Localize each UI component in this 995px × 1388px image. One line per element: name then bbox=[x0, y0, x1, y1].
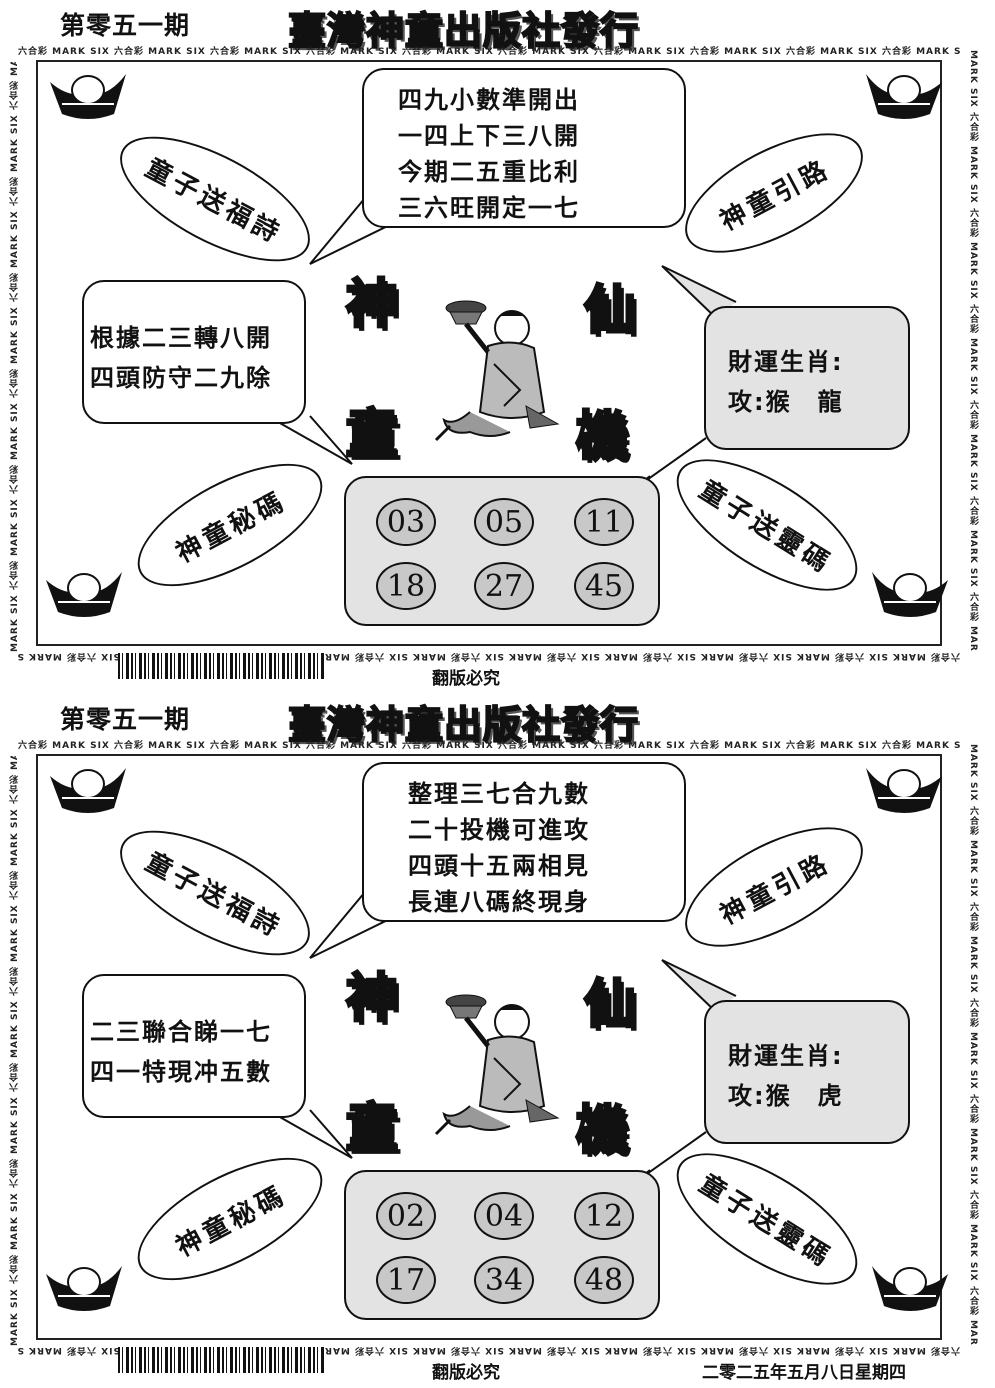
hint-line: 四一特現冲五數 bbox=[90, 1058, 272, 1086]
copyright-notice: 翻版必究 bbox=[432, 1363, 500, 1383]
barcode bbox=[118, 653, 324, 679]
issue-number: 第零五一期 bbox=[60, 705, 191, 734]
numbers-bubble: 03 05 11 18 27 45 bbox=[344, 476, 660, 626]
number-ball: 34 bbox=[474, 1256, 534, 1304]
zodiac-bubble: 財運生肖: 攻:猴 龍 bbox=[704, 306, 910, 450]
numbers-bubble: 02 04 12 17 34 48 bbox=[344, 1170, 660, 1320]
gold-ingot-icon bbox=[46, 572, 122, 617]
lucky-child-figure bbox=[434, 994, 560, 1136]
hint-line: 二三聯合睇一七 bbox=[90, 1018, 272, 1046]
mark-six-strip-right: MARK SIX 六合彩 MARK SIX 六合彩 MARK SIX 六合彩 M… bbox=[968, 744, 978, 1346]
zodiac-line: 攻:猴 虎 bbox=[728, 1082, 844, 1110]
poem-line: 二十投機可進攻 bbox=[408, 816, 590, 844]
panel-top: 第零五一期 臺灣神童出版社發行 六合彩 MARK SIX 六合彩 MARK SI… bbox=[10, 8, 978, 689]
gold-ingot-icon bbox=[46, 1266, 122, 1311]
bubble-tail bbox=[263, 1107, 353, 1159]
mark-six-strip-top: 六合彩 MARK SIX 六合彩 MARK SIX 六合彩 MARK SIX 六… bbox=[18, 741, 960, 750]
poem-line: 長連八碼終現身 bbox=[408, 888, 590, 916]
number-ball: 05 bbox=[474, 498, 534, 546]
number-ball: 02 bbox=[376, 1192, 436, 1240]
number-ball: 27 bbox=[474, 562, 534, 610]
number-ball: 03 bbox=[376, 498, 436, 546]
gold-ingot-icon bbox=[866, 74, 942, 119]
number-ball: 45 bbox=[574, 562, 634, 610]
poem-line: 四九小數準開出 bbox=[398, 86, 580, 114]
bubble-tail bbox=[661, 959, 737, 1013]
big-char-tong: 童 bbox=[344, 404, 399, 467]
big-char-shen: 神 bbox=[344, 274, 399, 337]
poem-line: 今期二五重比利 bbox=[398, 158, 580, 186]
barcode bbox=[118, 1347, 324, 1373]
zodiac-line: 攻:猴 龍 bbox=[728, 388, 844, 416]
gold-ingot-icon bbox=[872, 1266, 948, 1311]
big-char-ji: 機 bbox=[574, 1100, 629, 1163]
mark-six-strip-top: 六合彩 MARK SIX 六合彩 MARK SIX 六合彩 MARK SIX 六… bbox=[18, 47, 960, 56]
big-char-shen: 神 bbox=[344, 968, 399, 1031]
lucky-child-figure bbox=[434, 300, 560, 442]
number-ball: 12 bbox=[574, 1192, 634, 1240]
gold-ingot-icon bbox=[866, 768, 942, 813]
issue-number: 第零五一期 bbox=[60, 11, 191, 40]
hint-line: 根據二三轉八開 bbox=[90, 324, 272, 352]
gold-ingot-icon bbox=[50, 768, 126, 813]
poem-line: 四頭十五兩相見 bbox=[408, 852, 590, 880]
big-char-xian: 仙 bbox=[582, 280, 637, 343]
mark-six-strip-right: MARK SIX 六合彩 MARK SIX 六合彩 MARK SIX 六合彩 M… bbox=[968, 50, 978, 652]
content-frame bbox=[36, 754, 942, 1340]
poem-line: 整理三七合九數 bbox=[408, 780, 590, 808]
poem-line: 三六旺開定一七 bbox=[398, 194, 580, 222]
zodiac-title: 財運生肖: bbox=[728, 348, 844, 376]
issue-date: 二零二五年五月八日星期四 bbox=[702, 1363, 906, 1383]
big-char-xian: 仙 bbox=[582, 974, 637, 1037]
hint-line: 四頭防守二九除 bbox=[90, 364, 272, 392]
poem-bubble: 四九小數準開出 一四上下三八開 今期二五重比利 三六旺開定一七 bbox=[362, 68, 686, 228]
number-ball: 04 bbox=[474, 1192, 534, 1240]
mark-six-strip-left: MARK SIX 六合彩 MARK SIX 六合彩 MARK SIX 六合彩 M… bbox=[10, 756, 20, 1346]
bubble-tail bbox=[661, 265, 737, 319]
number-ball: 18 bbox=[376, 562, 436, 610]
big-char-ji: 機 bbox=[574, 406, 629, 469]
gold-ingot-icon bbox=[50, 74, 126, 119]
number-ball: 48 bbox=[574, 1256, 634, 1304]
publisher-title: 臺灣神童出版社發行 bbox=[287, 702, 640, 748]
publisher-title: 臺灣神童出版社發行 bbox=[287, 8, 640, 54]
poem-bubble: 整理三七合九數 二十投機可進攻 四頭十五兩相見 長連八碼終現身 bbox=[362, 762, 686, 922]
mark-six-strip-left: MARK SIX 六合彩 MARK SIX 六合彩 MARK SIX 六合彩 M… bbox=[10, 62, 20, 652]
number-ball: 17 bbox=[376, 1256, 436, 1304]
big-char-tong: 童 bbox=[344, 1098, 399, 1161]
copyright-notice: 翻版必究 bbox=[432, 669, 500, 689]
zodiac-title: 財運生肖: bbox=[728, 1042, 844, 1070]
gold-ingot-icon bbox=[872, 572, 948, 617]
bubble-tail bbox=[263, 413, 353, 465]
panel-bottom: 第零五一期 臺灣神童出版社發行 六合彩 MARK SIX 六合彩 MARK SI… bbox=[0, 694, 995, 1388]
content-frame bbox=[36, 60, 942, 646]
hint-bubble: 二三聯合睇一七 四一特現冲五數 bbox=[82, 974, 306, 1118]
zodiac-bubble: 財運生肖: 攻:猴 虎 bbox=[704, 1000, 910, 1144]
poem-line: 一四上下三八開 bbox=[398, 122, 580, 150]
number-ball: 11 bbox=[574, 498, 634, 546]
hint-bubble: 根據二三轉八開 四頭防守二九除 bbox=[82, 280, 306, 424]
